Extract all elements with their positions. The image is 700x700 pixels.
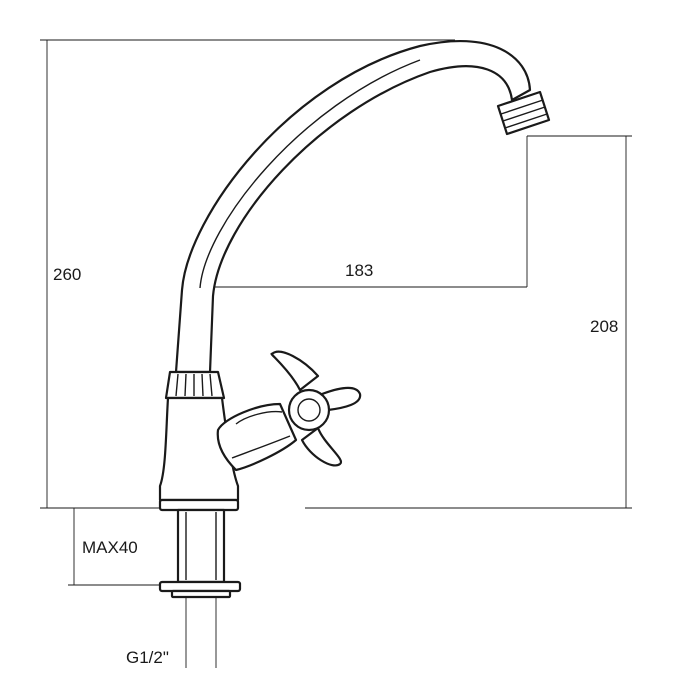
label-spout-reach: 183: [345, 261, 373, 280]
lock-nut: [158, 580, 242, 599]
threaded-shank: [176, 508, 226, 584]
handle-hub: [287, 388, 331, 432]
collar-nut: [164, 370, 226, 400]
label-thread: G1/2": [126, 648, 169, 667]
spout-highlight: [199, 59, 421, 289]
label-max-thickness: MAX40: [82, 538, 138, 557]
dimension-lines: [40, 39, 632, 668]
faucet: [158, 39, 551, 599]
aerator: [496, 90, 551, 136]
cross-handle: [270, 350, 362, 467]
dimension-labels: 260 183 208 MAX40 G1/2": [53, 261, 618, 667]
valve-bonnet: [216, 402, 298, 472]
spout-pipe: [174, 39, 532, 374]
label-total-height: 260: [53, 265, 81, 284]
label-spout-height: 208: [590, 317, 618, 336]
handle-hub-inner: [297, 398, 321, 422]
base-flange: [158, 498, 240, 512]
